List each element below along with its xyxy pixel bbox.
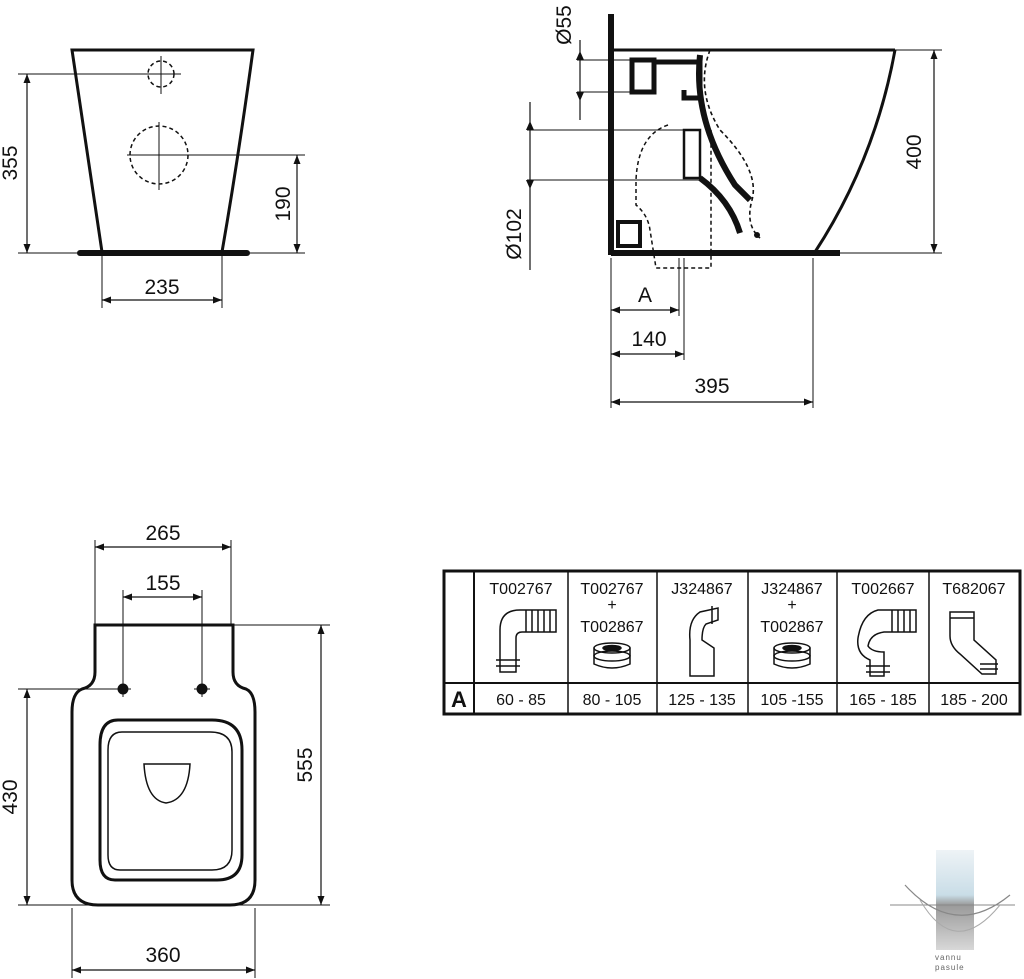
dim-label-430: 430	[0, 779, 22, 814]
dim-label-360: 360	[145, 944, 180, 967]
dim-label-235: 235	[144, 276, 179, 299]
table-col4-code: J324867	[761, 581, 822, 598]
connector-table: A T002767 60 - 85 T002767 + T002867 80 -…	[442, 569, 1022, 716]
dim-label-265: 265	[145, 522, 180, 545]
seat-outer	[98, 718, 244, 882]
watermark-line-1: vannu	[935, 953, 962, 962]
table-col2-range: 80 - 105	[583, 692, 642, 709]
dim-label-140: 140	[631, 328, 666, 351]
dim-label-355: 355	[0, 145, 22, 180]
long-offset-connector-icon	[949, 611, 998, 675]
table-col1-range: 60 - 85	[496, 692, 546, 709]
dim-label-diam102: Ø102	[503, 208, 526, 259]
trap-outer	[703, 49, 761, 239]
table-col4-code2: T002867	[760, 619, 823, 636]
dim-label-190: 190	[272, 186, 295, 221]
side-view	[526, 14, 942, 408]
dim-label-400: 400	[903, 134, 926, 169]
supply-connector	[629, 57, 657, 95]
offset-connector-icon	[688, 606, 719, 677]
extension-ring-icon	[593, 642, 631, 669]
table-col5-range: 165 - 185	[849, 692, 917, 709]
table-col4-plus: +	[787, 597, 796, 614]
front-view	[18, 48, 305, 308]
bowl-opening	[143, 763, 191, 804]
table-col2-code2: T002867	[580, 619, 643, 636]
dim-label-395: 395	[694, 375, 729, 398]
table-col1-code: T002767	[489, 581, 552, 598]
outlet-pipe-dashed	[635, 124, 712, 269]
seat-inner	[107, 731, 233, 871]
table-col3-range: 125 - 135	[668, 692, 736, 709]
table-col3-code: J324867	[671, 581, 732, 598]
table-col2-plus: +	[607, 597, 616, 614]
side-view-front-profile	[813, 49, 897, 253]
table-col5-code: T002667	[851, 581, 914, 598]
table-col2-code: T002767	[580, 581, 643, 598]
dim-label-155: 155	[145, 572, 180, 595]
front-view-bowl-outline	[70, 48, 255, 254]
dim-label-a: A	[638, 284, 652, 307]
dim-label-555: 555	[294, 747, 317, 782]
watermark-line-2: pasule	[935, 963, 965, 972]
fixing-foot	[616, 220, 642, 248]
bend-connector-icon	[496, 609, 557, 673]
extension-ring-icon	[773, 642, 811, 669]
table-row-label: A	[451, 687, 467, 712]
trap-channel	[696, 54, 753, 203]
table-col6-range: 185 - 200	[940, 692, 1008, 709]
dim-label-diam55: Ø55	[553, 5, 576, 45]
watermark-logo: vannu pasule	[890, 850, 1015, 972]
top-view	[18, 540, 330, 978]
table-col4-range: 105 -155	[760, 692, 823, 709]
table-col6-code: T682067	[942, 581, 1005, 598]
s-trap-connector-icon	[857, 609, 917, 677]
